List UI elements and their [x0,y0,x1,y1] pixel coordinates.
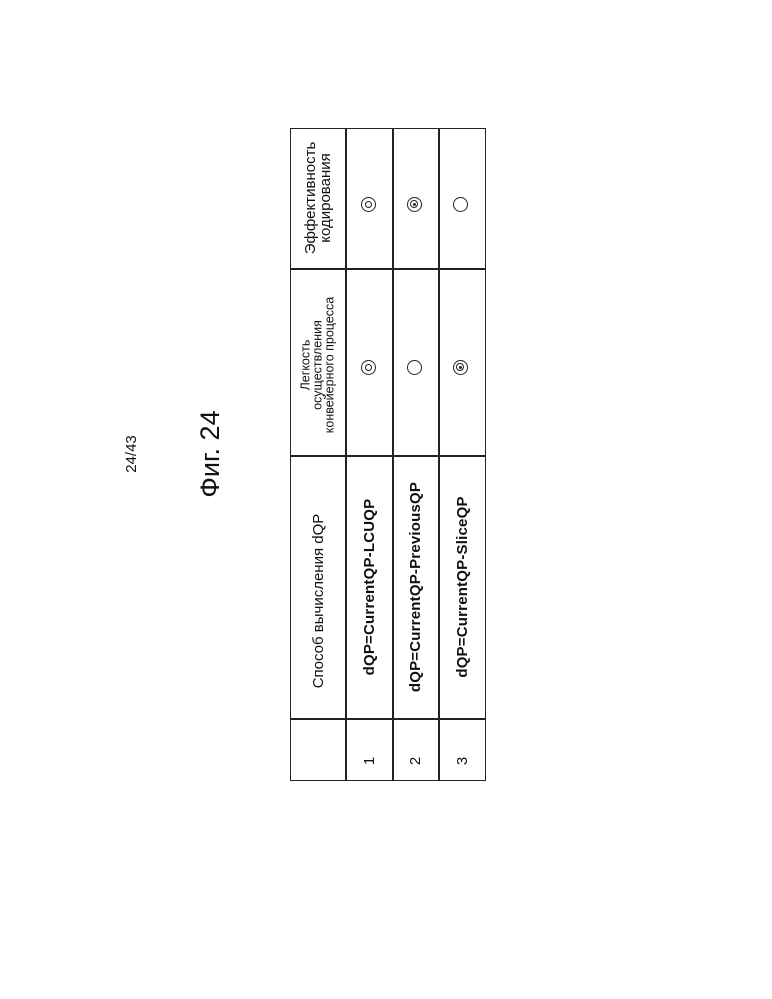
row-3-index: 3 [439,738,485,784]
header-efficiency-line2: кодирования [318,153,333,243]
page-number: 24/43 [122,428,142,480]
single-circle-icon [453,197,468,212]
single-circle-icon [407,360,422,375]
row-1-index: 1 [346,738,392,784]
double-circle-icon [361,197,376,212]
row-2-method: dQP=CurrentQP-PreviousQP [392,456,438,718]
table-divider [290,268,486,270]
header-efficiency-line1: Эффективность [303,142,318,255]
row-3-method: dQP=CurrentQP-SliceQP [439,456,485,718]
triple-circle-icon [407,197,422,212]
triple-circle-icon [453,360,468,375]
header-pipeline-line3: конвейерного процесса [324,297,336,433]
figure-label: Фиг. 24 [190,404,230,504]
header-coding-efficiency: Эффективность кодирования [291,128,345,268]
header-pipeline-ease: Легкость осуществления конвейерного проц… [291,272,345,459]
row-2-index: 2 [392,738,438,784]
header-method: Способ вычисления dQP [291,470,345,732]
row-1-method: dQP=CurrentQP-LCUQP [346,456,392,718]
double-circle-icon [361,360,376,375]
